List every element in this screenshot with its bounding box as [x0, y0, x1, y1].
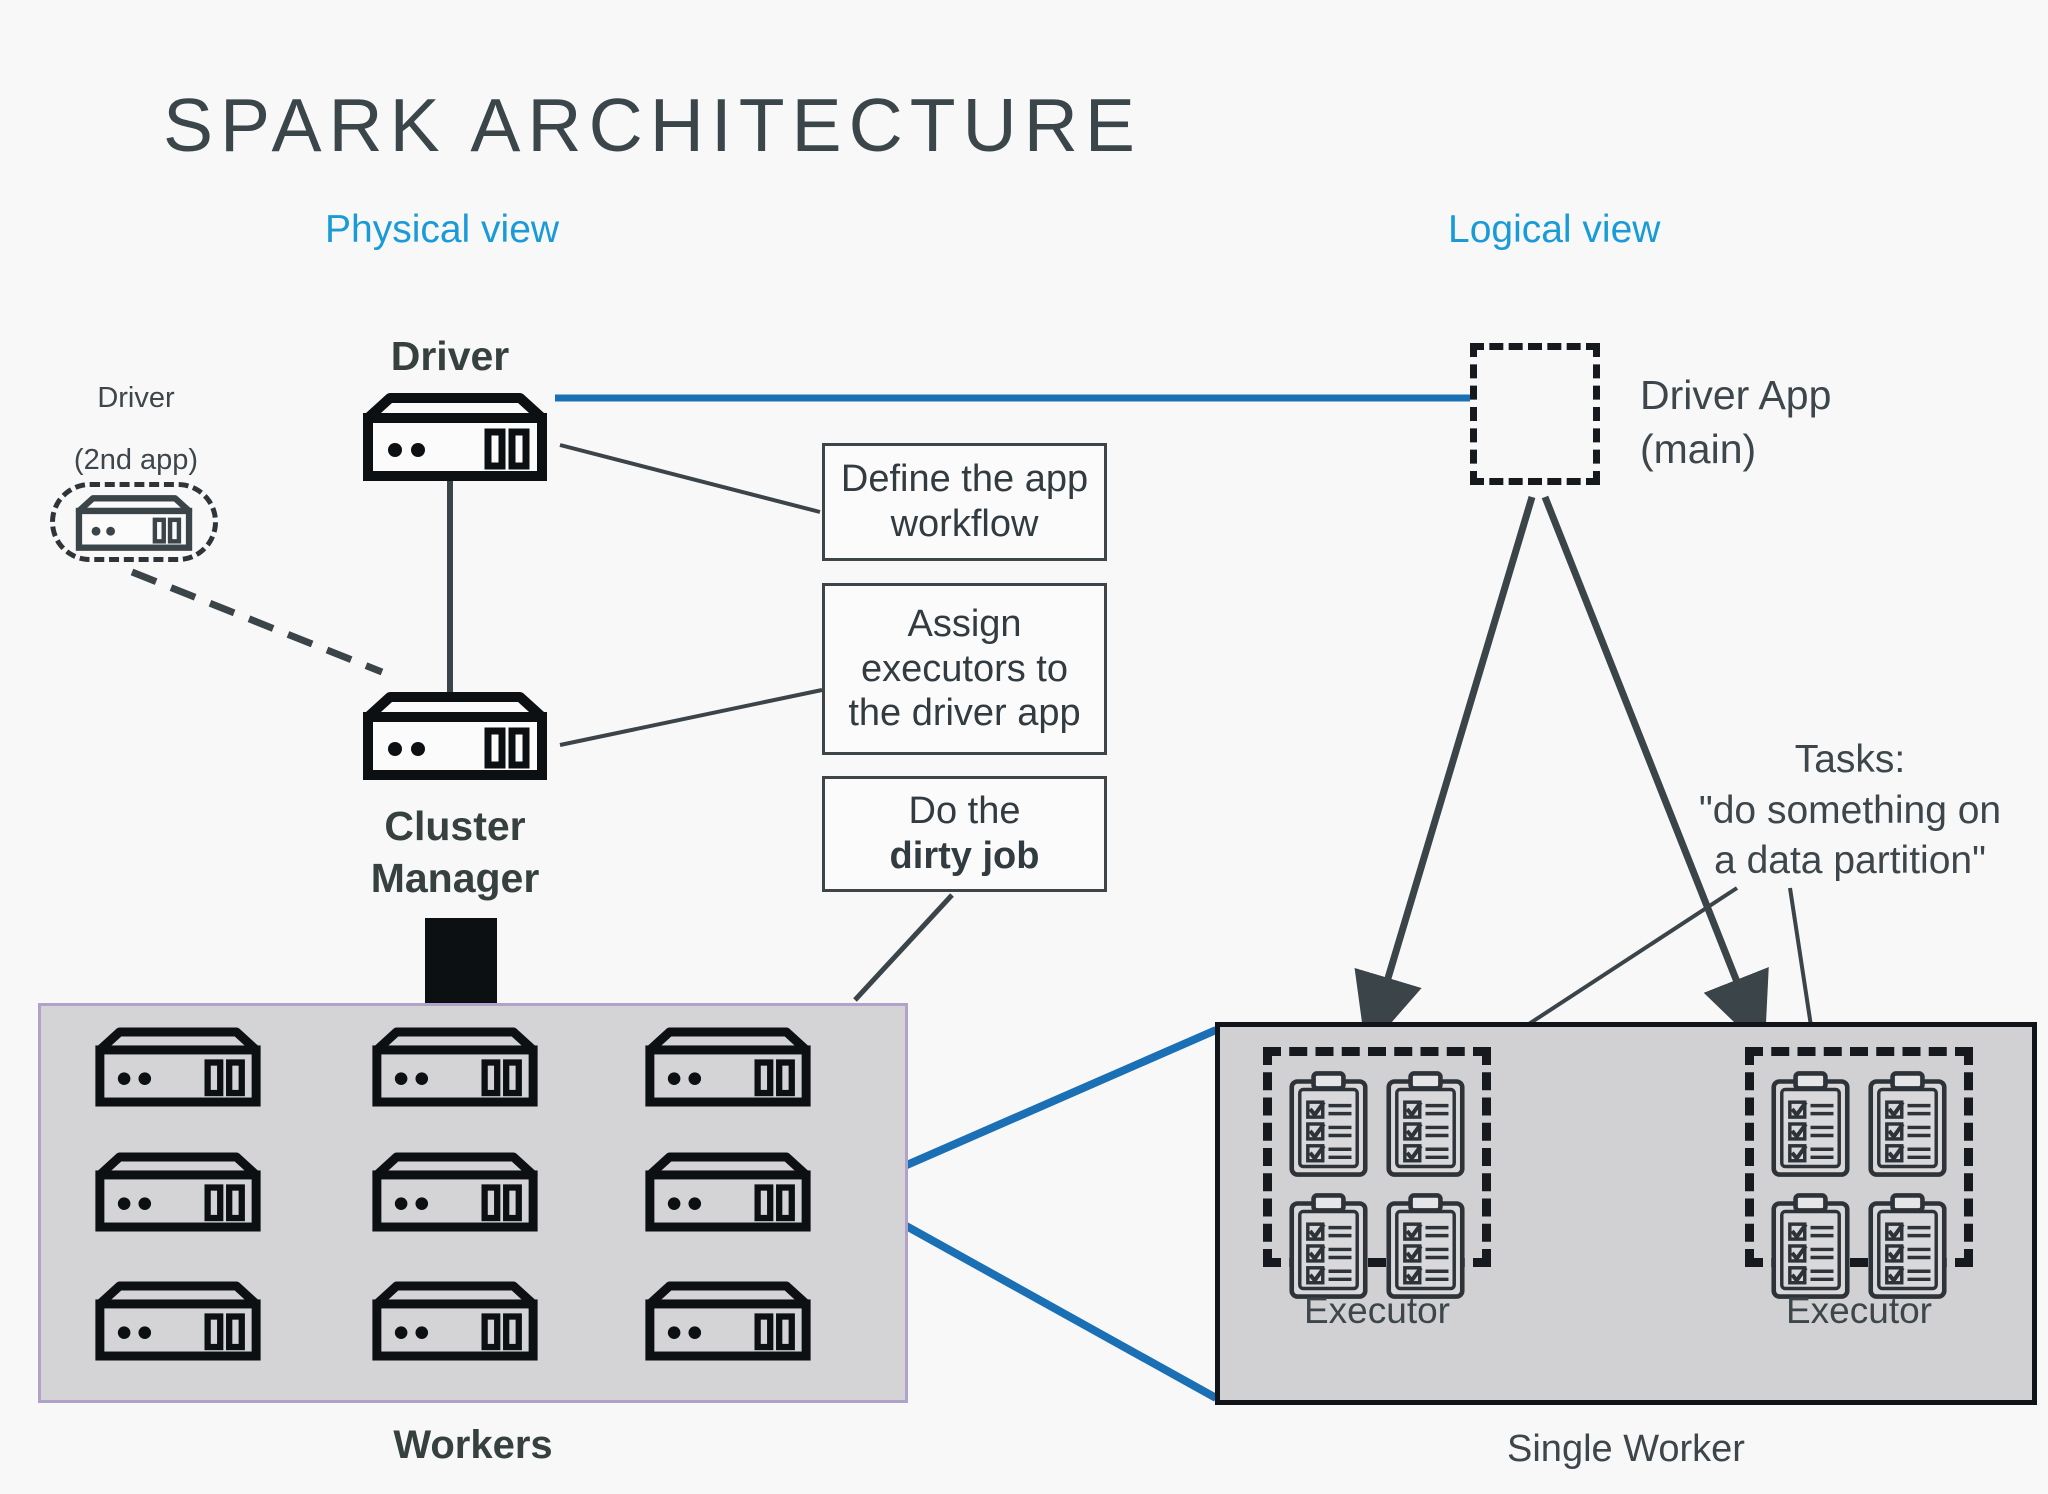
callout-assign-line2: executors to	[861, 647, 1068, 690]
worker-server-icon-2	[360, 1023, 550, 1111]
callout-assign-line1: Assign	[907, 602, 1022, 645]
callout-assign-line3: the driver app	[848, 692, 1081, 735]
executor-2-task-grid	[1754, 1056, 1964, 1300]
cluster-manager-label-line2: Manager	[370, 855, 540, 902]
physical-view-label: Physical view	[325, 208, 560, 251]
callout-dirty-line2: dirty job	[889, 835, 1040, 877]
clipboard-checklist-icon	[1768, 1192, 1853, 1302]
logical-view-label: Logical view	[1448, 208, 1661, 251]
driverapp-to-executor-1-arrow	[1354, 495, 1536, 1052]
workers-label: Workers	[393, 1423, 553, 1467]
cluster-manager-server-icon	[350, 687, 560, 785]
callout-dirty-line1: Do the	[908, 790, 1021, 833]
worker-server-icon-5	[360, 1148, 550, 1236]
leader-define-workflow	[559, 443, 821, 514]
driver-app-label-line2: (main)	[1640, 426, 1757, 473]
clipboard-checklist-icon	[1383, 1070, 1468, 1180]
callout-assign-executors: Assign executors to the driver app	[822, 583, 1107, 755]
driver-label: Driver	[390, 333, 510, 379]
secondapp-to-clustermanager-dashed	[130, 568, 384, 676]
tasks-label-line1: Tasks:	[1794, 738, 1906, 781]
driver-server-icon	[350, 388, 560, 486]
tasks-label: Tasks: "do something on a data partition…	[1660, 735, 2040, 887]
worker-server-icon-4	[83, 1148, 273, 1236]
callout-define-line2: workflow	[890, 503, 1039, 545]
callout-define-line1: Define the app	[840, 458, 1089, 501]
worker-server-icon-7	[83, 1277, 273, 1365]
second-driver-label-line2: (2nd app)	[73, 443, 199, 476]
second-app-server-icon	[62, 492, 206, 554]
driver-app-label: Driver App (main)	[1640, 368, 1831, 476]
leader-dirty-job	[853, 893, 954, 1002]
clipboard-checklist-icon	[1865, 1192, 1950, 1302]
clipboard-checklist-icon	[1286, 1192, 1371, 1302]
clipboard-checklist-icon	[1865, 1070, 1950, 1180]
tasks-label-line2: "do something on	[1698, 788, 2002, 832]
cluster-manager-label-line1: Cluster	[384, 803, 526, 849]
executor-1-task-grid	[1272, 1056, 1482, 1300]
worker-server-icon-8	[360, 1277, 550, 1365]
clipboard-checklist-icon	[1286, 1070, 1371, 1180]
worker-server-icon-6	[633, 1148, 823, 1236]
worker-server-icon-9	[633, 1277, 823, 1365]
second-driver-label-line1: Driver	[97, 382, 175, 414]
executor-label-1: Executor	[1303, 1290, 1450, 1331]
callout-define-workflow: Define the app workflow	[822, 443, 1107, 561]
leader-assign-executors	[559, 688, 823, 747]
second-app-capsule	[50, 482, 218, 562]
second-driver-label: Driver (2nd app)	[36, 380, 236, 479]
executor-box-1	[1263, 1047, 1491, 1300]
page-title: SPARK ARCHITECTURE	[163, 83, 1142, 167]
clipboard-checklist-icon	[1383, 1192, 1468, 1302]
clipboard-checklist-icon	[1768, 1070, 1853, 1180]
tasks-label-line3: a data partition"	[1714, 839, 1986, 883]
executor-label-2: Executor	[1785, 1290, 1932, 1331]
worker-server-icon-1	[83, 1023, 273, 1111]
driver-app-label-line1: Driver App	[1640, 372, 1832, 418]
cluster-manager-label: Cluster Manager	[325, 800, 585, 905]
executor-box-2	[1745, 1047, 1973, 1300]
callout-dirty-job: Do the dirty job	[822, 776, 1107, 892]
single-worker-label: Single Worker	[1507, 1428, 1745, 1470]
driver-app-box	[1470, 343, 1600, 485]
worker-server-icon-3	[633, 1023, 823, 1111]
